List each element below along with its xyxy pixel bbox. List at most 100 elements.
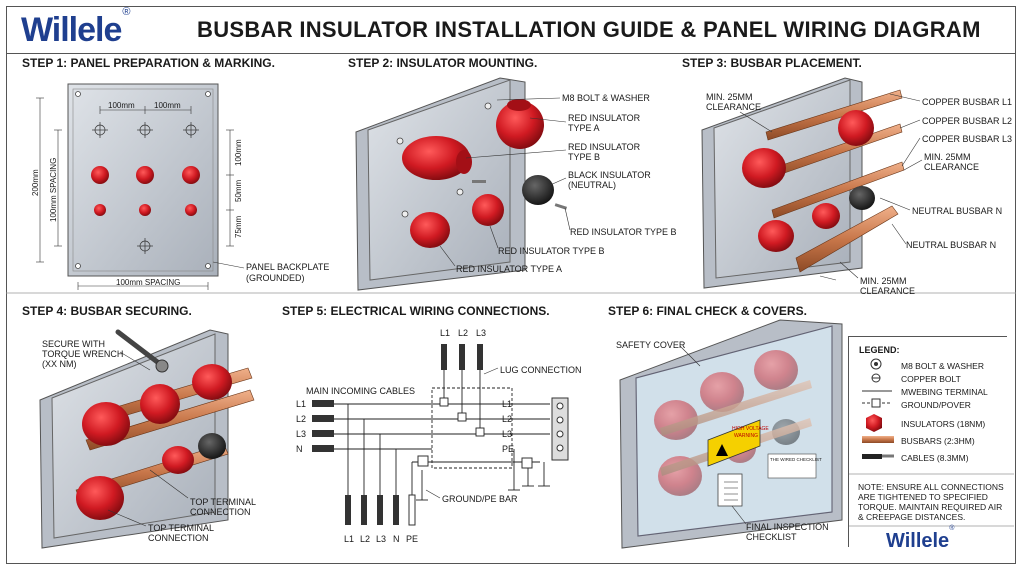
s4-secure-2: TORQUE WRENCH: [42, 349, 124, 359]
s2-red-b-bottom: RED INSULATOR TYPE B: [498, 246, 605, 256]
s5-b-n: N: [393, 534, 400, 544]
s5-in-l1: L1: [296, 399, 307, 409]
s3-busbar-l1: COPPER BUSBAR L1: [922, 97, 1013, 107]
step1-title: STEP 1: PANEL PREPARATION & MARKING.: [22, 56, 275, 70]
step6-panel: [619, 319, 843, 549]
dim-h2: 100mm: [154, 101, 181, 110]
s2-red-b-2: TYPE B: [568, 152, 601, 162]
ground-pe-bar: [417, 397, 569, 469]
s6-warn-2: WARNING: [734, 433, 758, 439]
s6-final-1: FINAL INSPECTION: [746, 522, 829, 532]
legend-icons: [848, 358, 1014, 527]
s4-secure-1: SECURE WITH: [42, 339, 105, 349]
checklist-card-icon: [717, 473, 743, 507]
step4-title: STEP 4: BUSBAR SECURING.: [22, 304, 192, 318]
safety-note: NOTE: ENSURE ALL CONNECTIONS ARE TIGHTEN…: [858, 482, 1004, 522]
s4-top1-1: TOP TERMINAL: [190, 497, 257, 507]
s5-in-n: N: [296, 444, 303, 454]
legend-copper-bolt: COPPER BOLT: [901, 374, 961, 384]
step1-marked-insulators: [91, 166, 200, 216]
s6-warn-1: HIGH VOLTAGE: [732, 426, 769, 432]
backplate-label: PANEL BACKPLATE: [246, 262, 330, 272]
dim-r1: 100mm: [234, 139, 243, 166]
s2-red-a-1: RED INSULATOR: [568, 113, 641, 123]
s4-top1-2: CONNECTION: [190, 507, 251, 517]
s5-top-l2: L2: [458, 328, 469, 338]
brand-logo-small: Willele®: [886, 525, 955, 552]
s3-clear3-1: MIN. 25mm: [860, 276, 907, 286]
s5-in-l2: L2: [296, 414, 307, 424]
s3-busbar-l2: COPPER BUSBAR L2: [922, 116, 1013, 126]
s5-b-l2: L2: [360, 534, 371, 544]
s2-red-a-bottom: RED INSULATOR TYPE A: [456, 264, 563, 274]
step6-title: STEP 6: FINAL CHECK & COVERS.: [608, 304, 807, 318]
legend-cables: CABLES (8.3MM): [901, 453, 969, 463]
step2-panel: [355, 77, 571, 291]
step2-title: STEP 2: INSULATOR MOUNTING.: [348, 56, 538, 70]
s2-red-b-1: RED INSULATOR: [568, 142, 641, 152]
s3-clear2-1: MIN. 25mm: [924, 152, 971, 162]
legend: LEGEND: M8 BOLT & WASHER COPPER BOLT MWE…: [848, 336, 1007, 547]
s6-cover-label: SAFETY COVER: [616, 340, 686, 350]
s5-b-pe: PE: [406, 534, 419, 544]
s5-top-l3: L3: [476, 328, 487, 338]
s2-black-1: BLACK INSULATOR: [568, 170, 651, 180]
step5-cable-ends: [312, 344, 483, 526]
legend-ground: GROUND/POVER: [901, 400, 971, 410]
s5-main-label: MAIN INCOMING CABLES: [306, 386, 416, 396]
dim-h1: 100mm: [108, 101, 135, 110]
s5-out-pe: PE: [502, 444, 515, 454]
warning-sign-icon: [707, 419, 761, 467]
step5-title: STEP 5: ELECTRICAL WIRING CONNECTIONS.: [282, 304, 550, 318]
legend-busbars: BUSBARS (2:3HM): [901, 436, 975, 446]
s6-final-2: CHECKLIST: [746, 532, 797, 542]
legend-insulators: INSULATORS (18Nm): [901, 419, 986, 429]
step4-panel: [39, 329, 255, 549]
s2-black-2: (NEUTRAL): [568, 180, 617, 190]
header: Willele® BUSBAR INSULATOR INSTALLATION G…: [7, 5, 1015, 54]
legend-title: LEGEND:: [859, 345, 900, 355]
s5-top-l1: L1: [440, 328, 451, 338]
s3-busbar-l3: COPPER BUSBAR L3: [922, 134, 1013, 144]
s2-bolt-label: M8 BOLT & WASHER: [562, 93, 650, 103]
s6-checklist-title: THE WIRED CHECKLIST: [770, 457, 822, 462]
step2-insulators: [402, 99, 568, 248]
s5-lug-label: LUG CONNECTION: [500, 365, 582, 375]
step5-wiring: [333, 344, 550, 501]
step3-title: STEP 3: BUSBAR PLACEMENT.: [682, 56, 862, 70]
s2-red-a-2: TYPE A: [568, 123, 600, 133]
step3-insulators: [742, 110, 875, 252]
step4-insulators: [76, 364, 232, 520]
s3-clear3-2: CLEARANCE: [860, 286, 916, 296]
s3-neutral-1: NEUTRAL BUSBAR N: [912, 206, 1003, 216]
dim-total-vertical: 200mm: [31, 169, 40, 196]
s3-clear1-2: CLEARANCE: [706, 102, 762, 112]
dim-bottom: 100mm SPACING: [116, 278, 181, 287]
brand-logo: Willele®: [21, 5, 131, 49]
s5-ground-label: GROUND/PE BAR: [442, 494, 518, 504]
torque-wrench-icon: [115, 329, 169, 373]
dim-r3: 75mm: [234, 215, 243, 238]
s3-clear2-2: CLEARANCE: [924, 162, 980, 172]
step1-panel: [36, 83, 245, 290]
page-title: BUSBAR INSULATOR INSTALLATION GUIDE & PA…: [197, 17, 981, 42]
s3-neutral-2: NEUTRAL BUSBAR N: [906, 240, 997, 250]
step3-panel: [701, 77, 923, 289]
s4-top2-2: CONNECTION: [148, 533, 209, 543]
s5-in-l3: L3: [296, 429, 307, 439]
s5-out-l1: L1: [502, 399, 513, 409]
s2-red-b-right: RED INSULATOR TYPE B: [570, 227, 677, 237]
s5-b-l1: L1: [344, 534, 355, 544]
dim-spacing-vertical: 100mm SPACING: [49, 157, 58, 222]
dim-r2: 50mm: [234, 179, 243, 202]
legend-terminal: MWEBING TERMINAL: [901, 387, 988, 397]
grounded-label: (GROUNDED): [246, 273, 305, 283]
s5-out-l3: L3: [502, 429, 513, 439]
s3-clear1-1: MIN. 25mm: [706, 92, 753, 102]
s5-b-l3: L3: [376, 534, 387, 544]
s5-out-l2: L2: [502, 414, 513, 424]
s4-secure-3: (XX Nm): [42, 359, 77, 369]
legend-bolt: M8 BOLT & WASHER: [901, 361, 984, 371]
s4-top2-1: TOP TERMINAL: [148, 523, 215, 533]
